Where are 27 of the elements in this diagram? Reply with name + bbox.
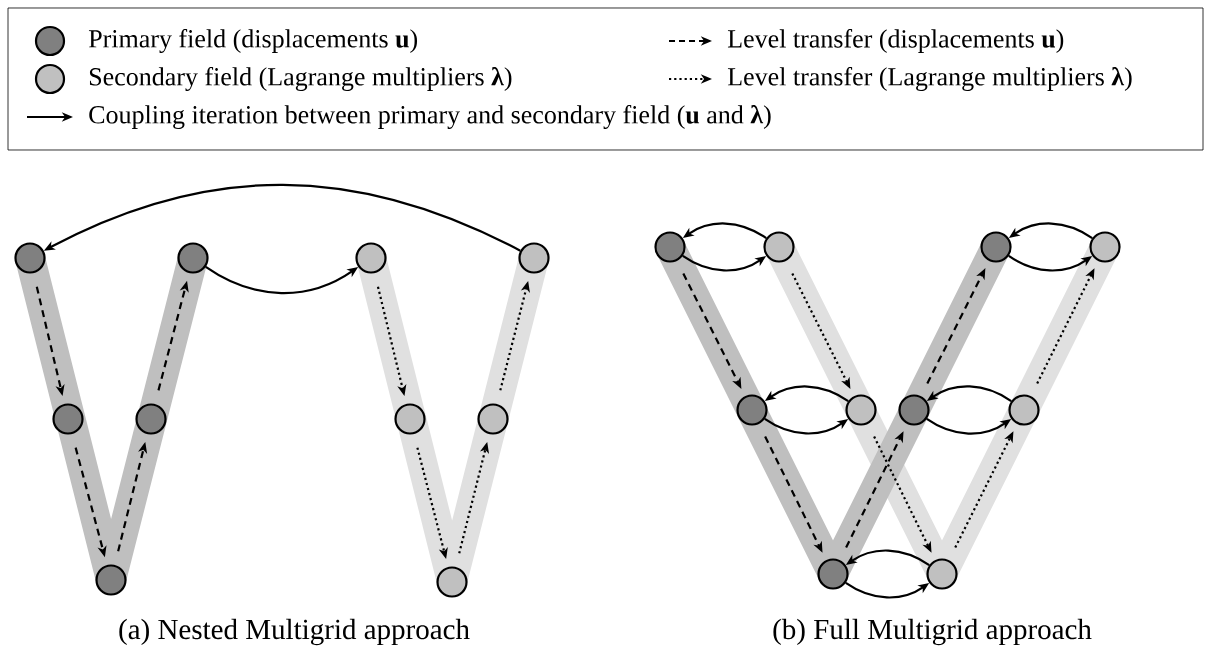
node-circle <box>845 394 877 426</box>
legend-text: Secondary field (Lagrange multipliers λ) <box>89 67 512 91</box>
subfigure-caption: (b) Full Multigrid approach <box>773 618 1092 646</box>
node-circle <box>980 231 1012 263</box>
node-circle <box>898 394 930 426</box>
legend-text: Level transfer (displacements u) <box>727 29 1064 53</box>
legend-text: Coupling iteration between primary and secondary field (u and λ) <box>89 105 771 129</box>
subfigure-caption: (a) Nested Multigrid approach <box>119 618 470 646</box>
node-circle <box>436 566 468 598</box>
node-circle <box>52 403 84 435</box>
node-circle <box>1089 231 1121 263</box>
node-circle <box>177 242 209 274</box>
legend-text: Primary field (displacements u) <box>88 29 418 53</box>
node-circle <box>355 242 387 274</box>
node-circle <box>654 231 686 263</box>
legend-text: Level transfer (Lagrange multipliers λ) <box>727 67 1132 91</box>
node-circle <box>518 242 550 274</box>
node-circle <box>135 403 167 435</box>
node-circle <box>477 403 509 435</box>
node-circle <box>95 564 127 596</box>
node-circle <box>1008 394 1040 426</box>
node-circle <box>926 558 958 590</box>
node-circle <box>394 403 426 435</box>
node-circle <box>736 394 768 426</box>
node-circle <box>763 231 795 263</box>
node-circle <box>817 558 849 590</box>
node-circle <box>14 242 46 274</box>
